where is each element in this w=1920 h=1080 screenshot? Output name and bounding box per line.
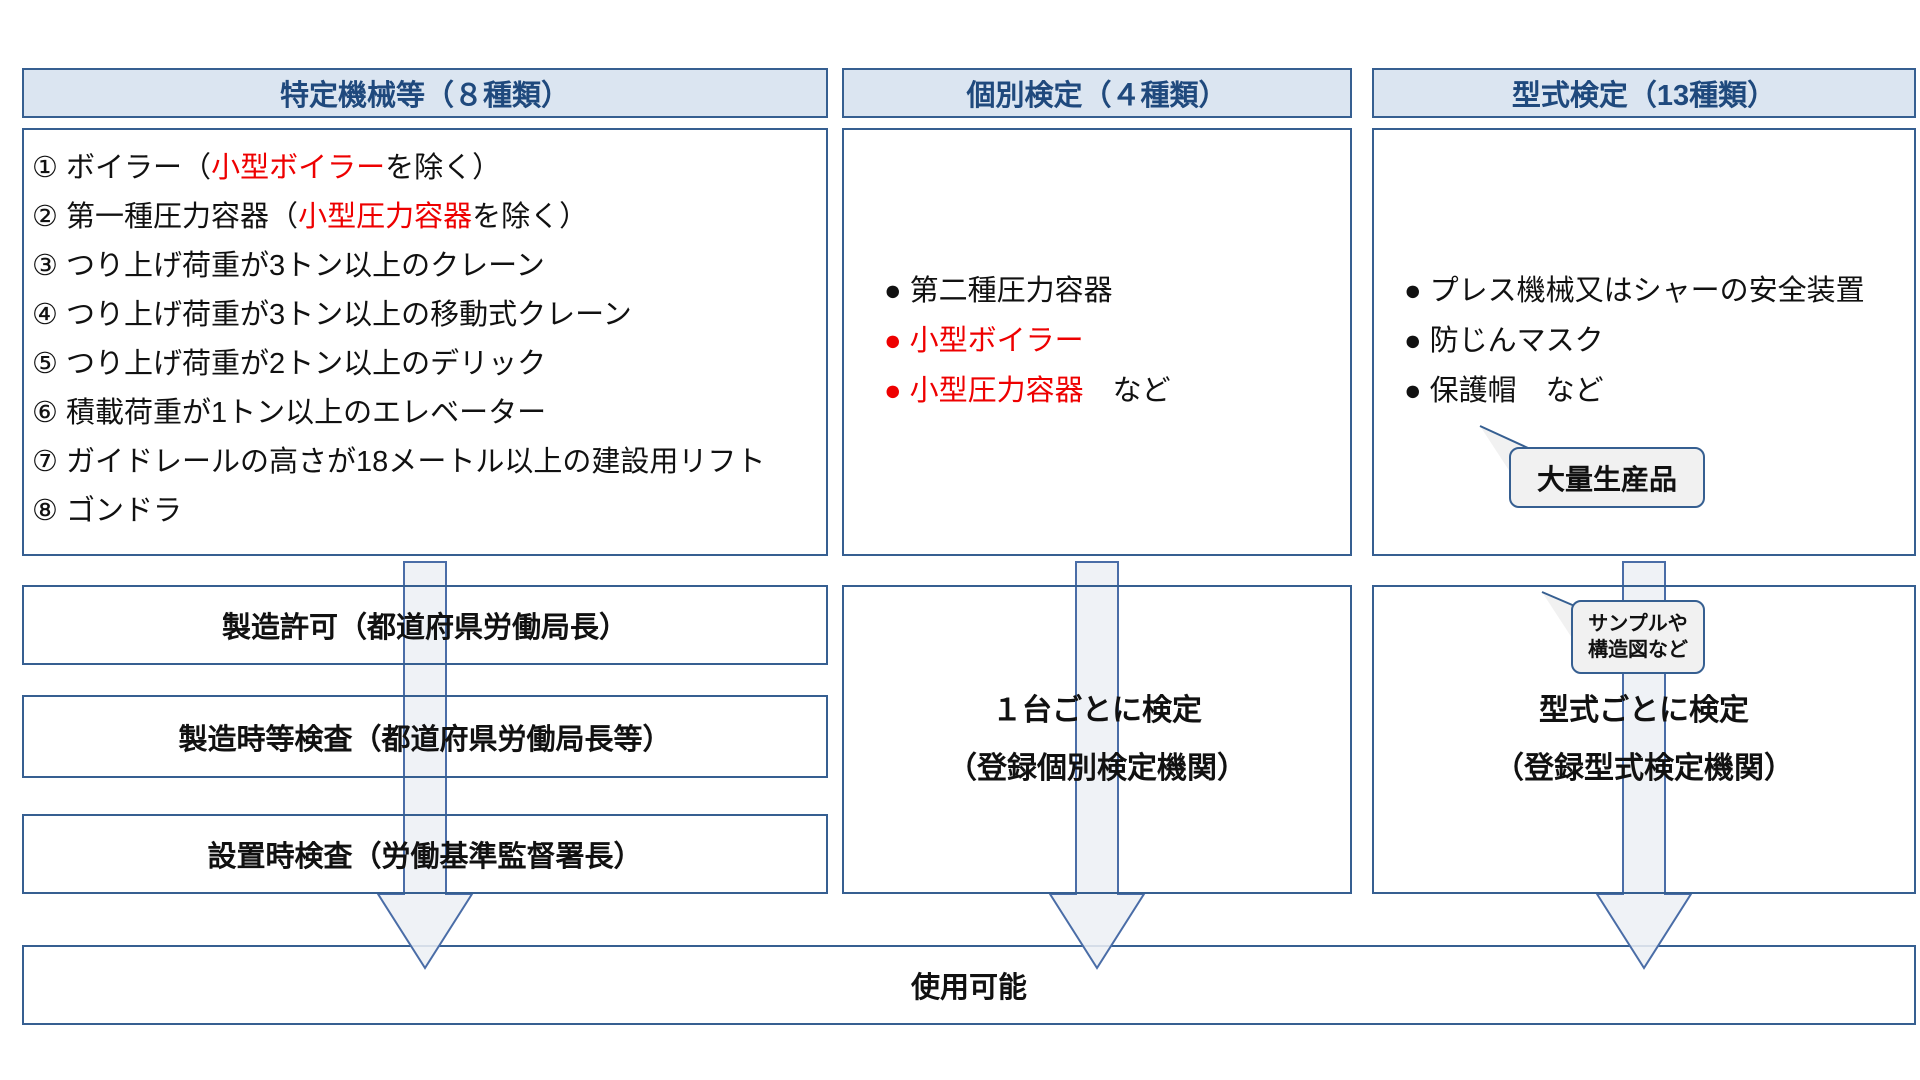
individual-inspection-process-label: １台ごとに検定 （登録個別検定機関） — [844, 587, 1350, 892]
text-segment: ⑤ つり上げ荷重が2トン以上のデリック — [32, 347, 547, 380]
type-inspection-process-line1: 型式ごとに検定 — [1539, 693, 1749, 727]
step-manufacturing-permission: 製造許可（都道府県労働局長） — [22, 585, 828, 665]
individual-inspection-body — [842, 128, 1352, 556]
list-item: ● 小型圧力容器 など — [884, 363, 1171, 413]
list-item: ⑥ 積載荷重が1トン以上のエレベーター — [32, 385, 765, 434]
list-item: ③ つり上げ荷重が3トン以上のクレーン — [32, 238, 765, 287]
list-item: ● 第二種圧力容器 — [884, 263, 1171, 313]
step-manufacturing-inspection-label: 製造時等検査（都道府県労働局長等） — [178, 723, 672, 756]
text-segment: ④ つり上げ荷重が3トン以上の移動式クレーン — [32, 298, 632, 331]
header-specified-machines-label: 特定機械等（８種類） — [279, 80, 570, 112]
list-item: ● プレス機械又はシャーの安全装置 — [1404, 263, 1865, 313]
step-installation-inspection: 設置時検査（労働基準監督署長） — [22, 814, 828, 894]
header-type-inspection: 型式検定（13種類） — [1372, 68, 1916, 118]
mass-production-callout-label: 大量生産品 — [1536, 463, 1677, 495]
type-inspection-body — [1372, 128, 1916, 556]
list-item: ② 第一種圧力容器（小型圧力容器を除く） — [32, 189, 765, 238]
list-item: ● 保護帽 など — [1404, 363, 1865, 413]
header-individual-inspection-label: 個別検定（４種類） — [966, 80, 1228, 112]
step-manufacturing-inspection: 製造時等検査（都道府県労働局長等） — [22, 695, 828, 778]
type-inspection-list: ● プレス機械又はシャーの安全装置 ● 防じんマスク ● 保護帽 など — [1404, 263, 1865, 413]
specified-machines-list: ① ボイラー（小型ボイラーを除く） ② 第一種圧力容器（小型圧力容器を除く） ③… — [32, 140, 765, 532]
text-segment: 小型圧力容器 — [298, 200, 473, 233]
type-inspection-process-line2: （登録型式検定機関） — [1494, 751, 1794, 785]
mass-production-callout: 大量生産品 — [1509, 447, 1705, 508]
type-inspection-process-label: 型式ごとに検定 （登録型式検定機関） — [1374, 587, 1914, 892]
text-segment: 小型ボイラー — [211, 151, 386, 184]
text-segment: ⑧ ゴンドラ — [32, 494, 183, 527]
header-specified-machines: 特定機械等（８種類） — [22, 68, 828, 118]
individual-inspection-process-box: １台ごとに検定 （登録個別検定機関） — [842, 585, 1352, 894]
list-item: ④ つり上げ荷重が3トン以上の移動式クレーン — [32, 287, 765, 336]
list-item: ⑧ ゴンドラ — [32, 483, 765, 532]
text-segment: ● プレス機械又はシャーの安全装置 — [1404, 275, 1865, 307]
down-arrow-middle — [1048, 561, 1146, 970]
text-segment: ● 第二種圧力容器 — [884, 275, 1113, 307]
text-segment: ● 防じんマスク — [1404, 325, 1604, 357]
list-item: ● 防じんマスク — [1404, 313, 1865, 363]
text-segment: など — [1083, 375, 1171, 407]
text-segment: ③ つり上げ荷重が3トン以上のクレーン — [32, 249, 545, 282]
text-segment: ⑦ ガイドレールの高さが18メートル以上の建設用リフト — [32, 445, 766, 478]
list-item: ① ボイラー（小型ボイラーを除く） — [32, 140, 765, 189]
step-installation-inspection-label: 設置時検査（労働基準監督署長） — [207, 841, 643, 873]
list-item: ⑦ ガイドレールの高さが18メートル以上の建設用リフト — [32, 434, 765, 483]
sample-callout-line2: 構造図など — [1588, 639, 1688, 661]
header-individual-inspection: 個別検定（４種類） — [842, 68, 1352, 118]
text-segment: ② 第一種圧力容器（ — [32, 200, 299, 233]
list-item: ⑤ つり上げ荷重が2トン以上のデリック — [32, 336, 765, 385]
sample-callout-line1: サンプルや — [1588, 613, 1688, 635]
individual-inspection-process-line1: １台ごとに検定 — [992, 693, 1202, 727]
text-segment: ● 小型ボイラー — [884, 325, 1084, 357]
specified-machines-body — [22, 128, 828, 556]
down-arrow-left — [376, 561, 474, 970]
step-manufacturing-permission-label: 製造許可（都道府県労働局長） — [221, 612, 628, 644]
sample-callout: サンプルや 構造図など — [1571, 600, 1705, 674]
text-segment: を除く） — [385, 151, 502, 184]
individual-inspection-process-line2: （登録個別検定機関） — [947, 751, 1247, 785]
usable-box: 使用可能 — [22, 945, 1916, 1025]
individual-inspection-list: ● 第二種圧力容器 ● 小型ボイラー ● 小型圧力容器 など — [884, 263, 1171, 413]
list-item: ● 小型ボイラー — [884, 313, 1171, 363]
text-segment: ● 保護帽 など — [1404, 375, 1604, 407]
usable-label: 使用可能 — [910, 972, 1027, 1004]
header-type-inspection-label: 型式検定（13種類） — [1511, 80, 1777, 112]
text-segment: ⑥ 積載荷重が1トン以上のエレベーター — [32, 396, 547, 429]
type-inspection-process-box: 型式ごとに検定 （登録型式検定機関） — [1372, 585, 1916, 894]
text-segment: ● 小型圧力容器 — [884, 375, 1084, 407]
text-segment: を除く） — [472, 200, 589, 233]
text-segment: ① ボイラー（ — [32, 151, 212, 184]
